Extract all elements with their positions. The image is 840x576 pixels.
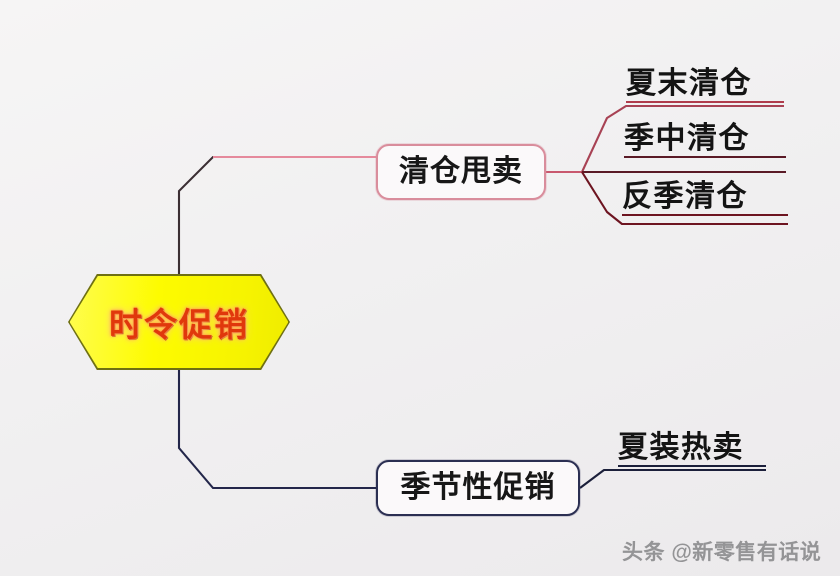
leaf-underline bbox=[618, 464, 766, 467]
edge-root-to-seasonal bbox=[177, 368, 376, 490]
leaf-node-mid-season-clearance-label: 季中清仓 bbox=[624, 122, 750, 155]
watermark-attribution: 头条 @新零售有话说 bbox=[622, 541, 822, 564]
branch-node-seasonal-promotion-label: 季节性促销 bbox=[400, 471, 556, 504]
branch-node-clearance-label: 清仓甩卖 bbox=[399, 155, 523, 188]
root-node-seasonal-promotion[interactable]: 时令促销 bbox=[68, 274, 290, 370]
leaf-underline bbox=[626, 100, 784, 103]
leaf-node-off-season-clearance-label: 反季清仓 bbox=[622, 180, 748, 213]
leaf-node-summer-wear-hot-sale-label: 夏装热卖 bbox=[618, 431, 744, 464]
leaf-node-summer-end-clearance-label: 夏末清仓 bbox=[626, 67, 752, 100]
branch-node-seasonal-promotion[interactable]: 季节性促销 bbox=[376, 460, 580, 516]
edge-root-to-clearance bbox=[177, 155, 376, 276]
leaf-node-summer-end-clearance[interactable]: 夏末清仓 bbox=[626, 68, 784, 103]
leaf-underline bbox=[622, 213, 788, 216]
leaf-node-summer-wear-hot-sale[interactable]: 夏装热卖 bbox=[618, 432, 766, 467]
leaf-underline bbox=[624, 155, 786, 158]
root-node-fill bbox=[69, 275, 289, 369]
leaf-node-mid-season-clearance[interactable]: 季中清仓 bbox=[624, 123, 786, 158]
leaf-node-off-season-clearance[interactable]: 反季清仓 bbox=[622, 181, 788, 216]
edge-seasonal-to-summer-wear bbox=[579, 468, 766, 489]
root-node-label: 时令促销 bbox=[109, 306, 249, 343]
branch-node-clearance[interactable]: 清仓甩卖 bbox=[376, 144, 546, 200]
